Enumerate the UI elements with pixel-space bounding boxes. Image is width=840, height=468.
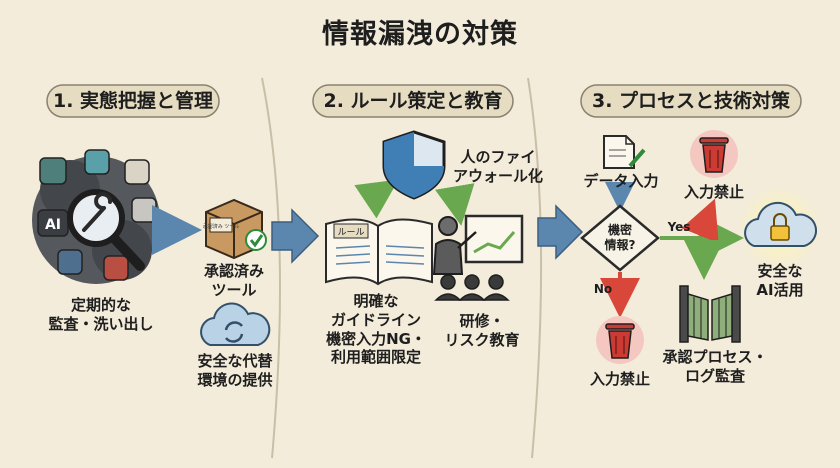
- decision-line-2: 情報?: [604, 238, 636, 252]
- section-2-heading: 2. ルール策定と教育: [323, 90, 503, 112]
- arrow-shield-to-teacher: [435, 183, 475, 226]
- approval-line-1: 承認プロセス・: [662, 348, 768, 366]
- audit-label-line-1: 定期的な: [70, 296, 131, 314]
- training-line-2: リスク教育: [444, 330, 520, 349]
- section-2-heading-pill: [312, 84, 514, 118]
- approved-tools-label: 承認済み ツール: [186, 262, 282, 300]
- training-line-1: 研修・: [459, 312, 505, 330]
- safe-ai-line-2: AI活用: [756, 280, 804, 299]
- safe-alternative-line-2: 環境の提供: [197, 370, 273, 389]
- human-firewall-line-2: アウォール化: [452, 166, 543, 185]
- audit-label: 定期的な 監査・洗い出し: [46, 296, 156, 334]
- approved-box-icon: 承認済み ツール: [203, 198, 267, 260]
- guideline-line-3: 機密入力NG・: [326, 329, 426, 348]
- section-1-heading-pill: [46, 84, 220, 118]
- guideline-line-2: ガイドライン: [330, 310, 421, 329]
- approved-tools-line-1: 承認済み: [203, 262, 264, 280]
- guideline-line-1: 明確な: [353, 292, 399, 310]
- approval-label: 承認プロセス・ ログ監査: [654, 348, 776, 386]
- flow-arrow-1-to-2: [271, 208, 320, 264]
- flow-arrow-2-to-3: [537, 204, 584, 260]
- human-firewall-label: 人のファイ アウォール化: [448, 148, 548, 186]
- guideline-label: 明確な ガイドライン 機密入力NG・ 利用範囲限定: [306, 292, 446, 367]
- section-3-heading-pill: [580, 84, 802, 118]
- safe-ai-line-1: 安全な: [757, 262, 803, 280]
- no-label: No: [593, 282, 613, 296]
- decision-diamond: [580, 204, 660, 272]
- forbidden-top-label: 入力禁止: [683, 183, 744, 201]
- section-divider-2: [527, 77, 543, 459]
- gate-icon: [679, 285, 741, 343]
- arrow-yes-to-forbidden: [681, 198, 719, 244]
- page-title: 情報漏洩の対策: [322, 19, 518, 50]
- svg-text:承認済み ツール: 承認済み ツール: [203, 223, 240, 230]
- svg-text:ルール: ルール: [337, 228, 364, 238]
- rule-book-icon: ルール: [325, 218, 433, 286]
- section-3-heading: 3. プロセスと技術対策: [591, 90, 791, 112]
- audit-label-line-2: 監査・洗い出し: [48, 314, 154, 333]
- svg-text:AI: AI: [45, 217, 61, 233]
- data-input-label: データ入力: [583, 172, 659, 190]
- document-pen-icon: [603, 135, 646, 169]
- training-label: 研修・ リスク教育: [432, 312, 532, 350]
- safe-ai-label: 安全な AI活用: [740, 262, 820, 300]
- safe-alternative-label: 安全な代替 環境の提供: [180, 352, 290, 390]
- yes-label: Yes: [667, 220, 691, 234]
- section-1-heading: 1. 実態把握と管理: [52, 90, 214, 112]
- approval-line-2: ログ監査: [684, 366, 745, 385]
- trash-icon-bottom: [596, 316, 644, 364]
- cloud-sync-icon: [200, 302, 271, 346]
- forbidden-bottom-label: 入力禁止: [589, 370, 650, 388]
- safe-alternative-line-1: 安全な代替: [197, 352, 273, 370]
- human-firewall-line-1: 人のファイ: [460, 148, 536, 166]
- audit-hub-icon: AI: [32, 149, 160, 284]
- presenter-icon: [432, 214, 524, 301]
- guideline-line-4: 利用範囲限定: [330, 348, 421, 367]
- shield-icon: [382, 130, 446, 200]
- decision-label: 機密 情報?: [590, 223, 650, 253]
- cloud-lock-icon: [738, 186, 822, 270]
- trash-icon-top: [690, 130, 738, 178]
- approved-tools-line-2: ツール: [211, 280, 257, 299]
- arrow-book-to-shield: [354, 179, 399, 219]
- decision-line-1: 機密: [607, 223, 632, 237]
